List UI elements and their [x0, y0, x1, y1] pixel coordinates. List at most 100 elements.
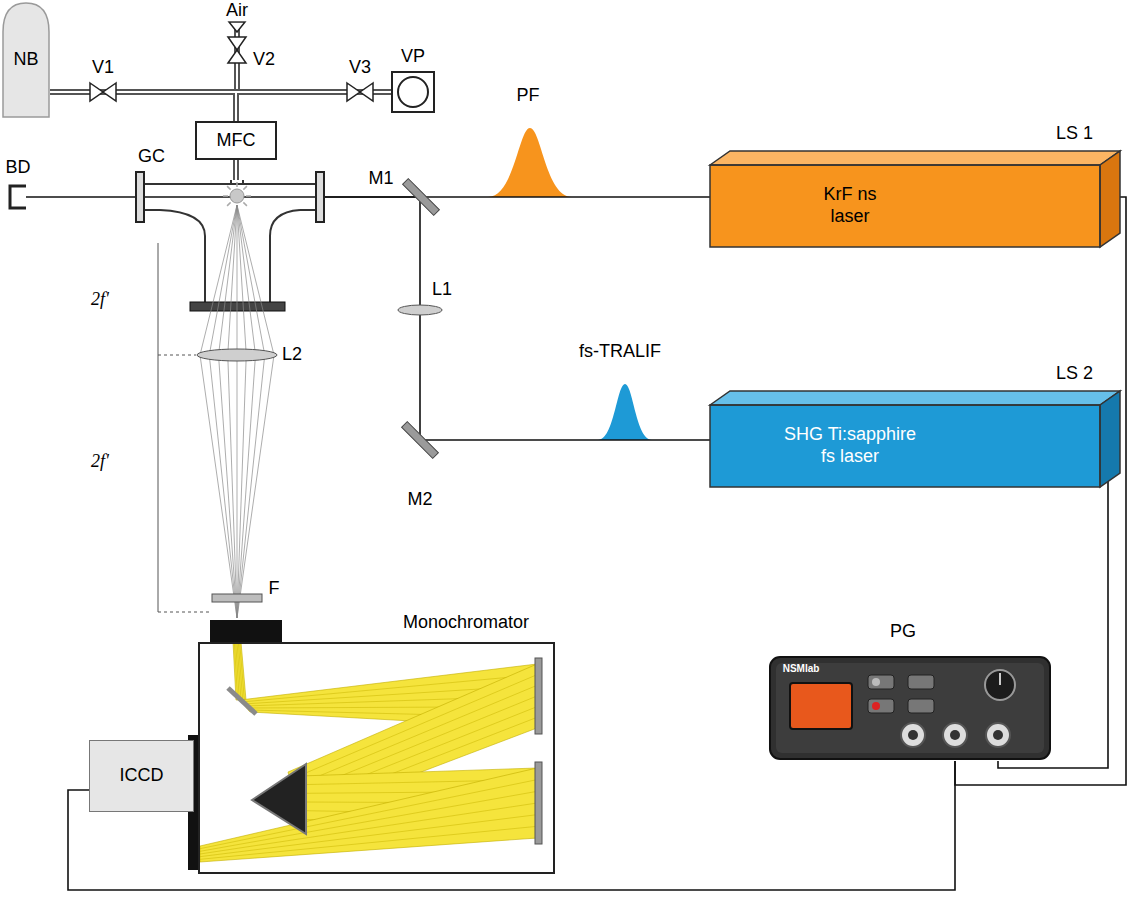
light-ray [219, 205, 238, 618]
plasma-glow [243, 186, 247, 190]
prism [252, 764, 306, 834]
monochromator: Monochromator [198, 642, 555, 874]
light-ray [290, 675, 537, 780]
gas-line-bore [50, 92, 236, 121]
gas-line [233, 160, 239, 180]
plasma-glow [227, 202, 231, 206]
entrance-slit [210, 620, 282, 642]
cell-wall [144, 209, 160, 211]
node-label: MFC [197, 130, 275, 152]
valve-symbol [347, 83, 360, 101]
signal-line [68, 761, 955, 890]
light-ray [237, 205, 256, 618]
part-label: V1 [90, 58, 116, 78]
gas-bottle: NB [2, 2, 50, 118]
light-ray [237, 205, 238, 618]
fs-pulse [598, 384, 652, 440]
light-ray [228, 205, 237, 618]
brand-text: NSMlab [781, 663, 822, 674]
pump-symbol [391, 71, 435, 113]
vacuum-pump: VP [391, 71, 435, 113]
part-label: 2f' [89, 290, 111, 310]
valve-symbol [103, 83, 116, 101]
light-ray [200, 205, 237, 618]
light-ray [237, 205, 265, 618]
plasma-glow [243, 202, 247, 206]
node-heading: LS 2 [1056, 363, 1093, 385]
plasma-glow [246, 195, 251, 197]
cell-flange [136, 172, 144, 222]
lens [398, 305, 442, 315]
light-ray [200, 815, 537, 857]
light-ray [200, 791, 537, 851]
distance-tick [158, 355, 196, 356]
valve-symbol [228, 50, 246, 63]
cell-port [160, 210, 205, 302]
light-ray [209, 205, 237, 618]
node-label: KrF ns laser [810, 184, 890, 227]
beam-dump [10, 186, 26, 208]
gas-line-bore [235, 160, 237, 180]
part-label: L2 [280, 345, 304, 365]
filter [212, 594, 262, 602]
light-ray [200, 826, 537, 859]
part-label: M2 [405, 490, 434, 510]
gas-line [50, 92, 236, 121]
concave-mirror [535, 762, 542, 844]
laser-housing [710, 405, 1100, 487]
cell-flange [316, 172, 324, 222]
cell-port [230, 180, 232, 184]
part-label: L1 [430, 280, 454, 300]
node-heading: LS 1 [1056, 123, 1093, 145]
node-label: SHG Ti:sapphire fs laser [780, 424, 920, 467]
iccd-camera: ICCD [89, 740, 194, 812]
light-ray [237, 205, 274, 618]
light-band [200, 768, 537, 862]
mirror [403, 179, 440, 216]
node-label: ICCD [90, 765, 193, 787]
air-arrow [229, 22, 245, 32]
distance-bracket [158, 243, 159, 612]
valve-symbol [360, 83, 373, 101]
concave-mirror [535, 658, 542, 734]
part-label: PF [514, 86, 541, 106]
part-label: fs-TRALIF [577, 342, 663, 362]
node-heading: PG [890, 621, 916, 643]
part-label: BD [3, 158, 32, 178]
ns-pulse [488, 128, 572, 197]
mass-flow-controller: MFC [195, 121, 277, 160]
mirror [402, 422, 439, 459]
node-heading: VP [383, 46, 443, 68]
part-label: M1 [366, 169, 395, 189]
krf-laser: LS 1KrF ns laser [710, 165, 1100, 247]
cell-window [190, 302, 285, 311]
plasma-glow [227, 186, 231, 190]
signal-line [324, 197, 710, 440]
cell-port [242, 180, 244, 184]
plasma-spot [230, 189, 244, 203]
fs-laser: LS 2SHG Ti:sapphire fs laser [710, 405, 1100, 487]
flat-mirror [228, 688, 256, 714]
part-label: V2 [251, 50, 277, 70]
plasma-glow [223, 195, 228, 197]
laser-beam [26, 196, 324, 198]
node-heading: GC [138, 146, 165, 168]
distance-tick [158, 612, 210, 613]
light-ray [240, 642, 245, 700]
valve-symbol [228, 37, 246, 50]
node-label: NB [2, 49, 50, 71]
light-ray [200, 803, 537, 854]
part-label: V3 [347, 58, 373, 78]
part-label: F [267, 579, 282, 599]
gas-cell: GC [136, 180, 324, 318]
node-heading: Monochromator [403, 612, 529, 634]
part-label: 2f' [89, 452, 111, 472]
light-ray [200, 780, 537, 849]
plasma-glow [236, 182, 238, 187]
laser-housing [710, 165, 1100, 247]
cell-wall [300, 209, 316, 211]
cell-port [270, 210, 300, 302]
lens [197, 349, 277, 361]
valve-symbol [90, 83, 103, 101]
part-label: Air [224, 1, 250, 21]
